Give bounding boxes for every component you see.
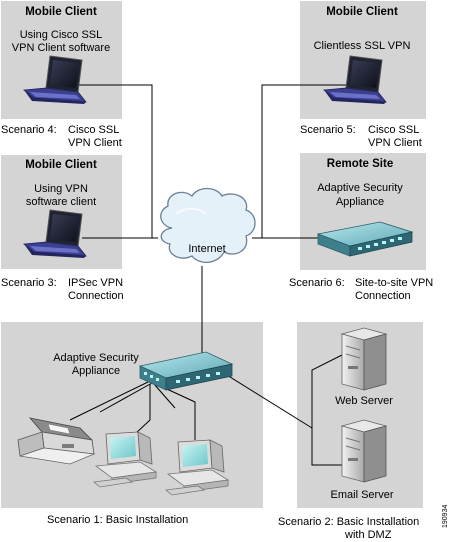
scenario-5-prefix: Scenario 5: (300, 124, 356, 136)
link-asa-pc1 (134, 384, 151, 435)
scenario-2-caption: Scenario 2: Basic Installation (278, 516, 419, 528)
scenario-4-prefix: Scenario 4: (1, 124, 57, 136)
panel-text: Using VPN (34, 183, 88, 195)
scenario-6-prefix: Scenario 6: (289, 277, 345, 289)
scenario-4-line: Cisco SSL (68, 124, 119, 136)
panel-title: Mobile Client (25, 6, 97, 18)
scenario-5-line: VPN Client (368, 137, 422, 149)
scenario-2-caption: with DMZ (344, 529, 392, 541)
laptop-icon (322, 55, 387, 104)
link-asa-dmz (221, 371, 313, 429)
internet-cloud (160, 187, 256, 263)
scenario-3-line: IPSec VPN (68, 277, 123, 289)
email-server-icon (340, 419, 388, 483)
scenario-6-line: Site-to-site VPN (355, 277, 433, 289)
scenario-6-line: Connection (355, 290, 411, 302)
link-asa-printer (69, 381, 149, 421)
network-links (69, 84, 350, 466)
scenario-3-prefix: Scenario 3: (1, 277, 57, 289)
security-appliance-icon (138, 351, 234, 391)
desktop-pc-icon (165, 439, 230, 496)
panel-text: Adaptive Security (317, 182, 403, 194)
link-dmz-servers (311, 354, 343, 466)
panel-text: Clientless SSL VPN (314, 40, 411, 52)
panel-text: Using Cisco SSL (20, 29, 103, 41)
security-appliance-icon (316, 221, 414, 257)
scenario-4-line: VPN Client (68, 137, 122, 149)
panel-text: Adaptive Security (53, 352, 139, 364)
scenario-5-line: Cisco SSL (368, 124, 419, 136)
laptop-icon (22, 55, 87, 104)
panel-title: Mobile Client (326, 6, 398, 18)
web-server-icon (340, 327, 388, 391)
web-server-label: Web Server (335, 395, 393, 407)
panel-text: Appliance (72, 365, 120, 377)
desktop-pc-icon (93, 431, 158, 488)
panel-title: Remote Site (327, 158, 393, 170)
link-asa-pc2 (155, 383, 196, 440)
email-server-label: Email Server (331, 489, 394, 501)
panel-text: Appliance (336, 196, 384, 208)
scenario-3-line: Connection (68, 290, 124, 302)
panel-text: VPN Client software (12, 42, 110, 54)
laptop-icon (22, 209, 87, 258)
printer-icon (17, 417, 96, 465)
figure-id: 190934 (442, 505, 449, 528)
scenario-1-caption: Scenario 1: Basic Installation (47, 514, 188, 526)
internet-label: Internet (188, 243, 225, 255)
panel-title: Mobile Client (25, 159, 97, 171)
panel-text: software client (26, 196, 96, 208)
